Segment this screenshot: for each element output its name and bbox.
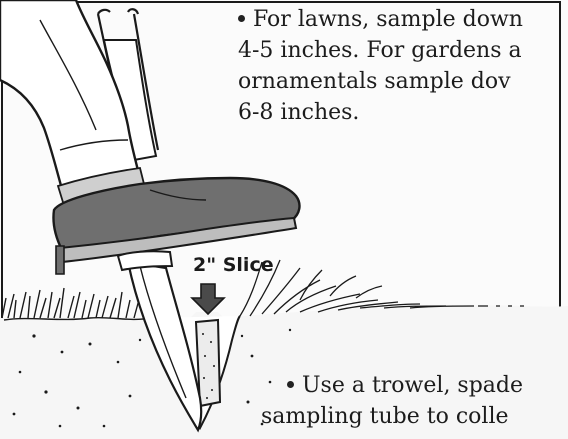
slice-label: 2" Slice	[193, 254, 274, 276]
note-line: sampling tube to colle	[261, 401, 523, 432]
note-line: For lawns, sample down	[238, 4, 523, 35]
note-line: 6-8 inches.	[238, 97, 523, 128]
bullet-dot	[287, 381, 294, 388]
shoe-heel	[56, 246, 64, 274]
note-text: Use a trowel, spade	[302, 373, 523, 398]
note-sampling-depth: For lawns, sample down 4-5 inches. For g…	[238, 4, 523, 128]
note-line: 4-5 inches. For gardens a	[238, 35, 523, 66]
note-text: For lawns, sample down	[253, 7, 523, 32]
note-line: ornamentals sample dov	[238, 66, 523, 97]
down-arrow-icon	[192, 284, 224, 314]
note-sampling-tool: Use a trowel, spade sampling tube to col…	[287, 370, 523, 432]
grass-left	[2, 288, 150, 320]
trouser-leg	[0, 0, 140, 196]
note-line: Use a trowel, spade	[287, 370, 523, 401]
bullet-dot	[238, 15, 245, 22]
